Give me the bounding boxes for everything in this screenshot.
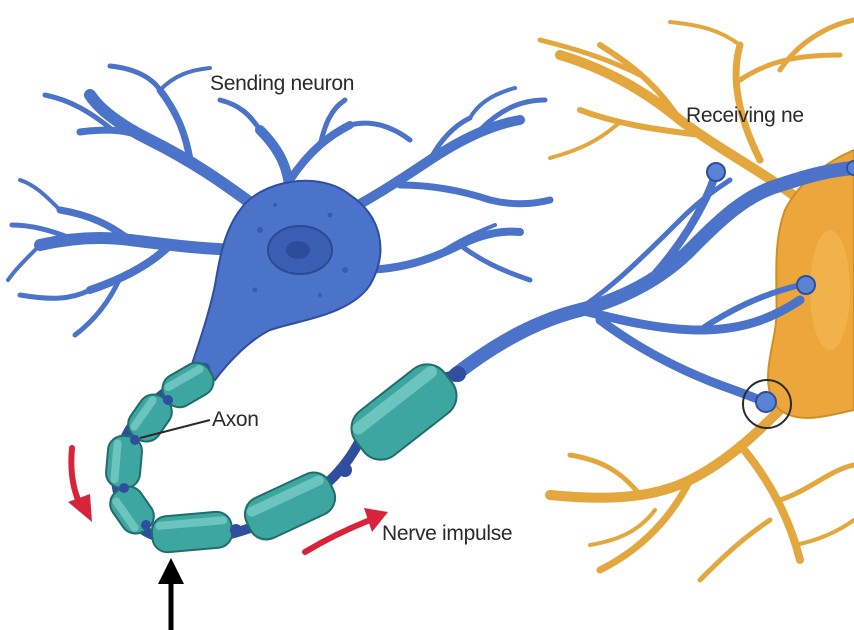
sending-cell-body: [190, 181, 380, 380]
up-arrow-icon: [158, 558, 184, 630]
nerve-impulse-label: Nerve impulse: [382, 522, 512, 546]
receiving-neuron-label: Receiving ne: [686, 104, 804, 128]
impulse-arrow-left-icon: [68, 448, 92, 522]
sending-neuron-label: Sending neuron: [210, 72, 354, 96]
axon-label: Axon: [212, 408, 259, 432]
